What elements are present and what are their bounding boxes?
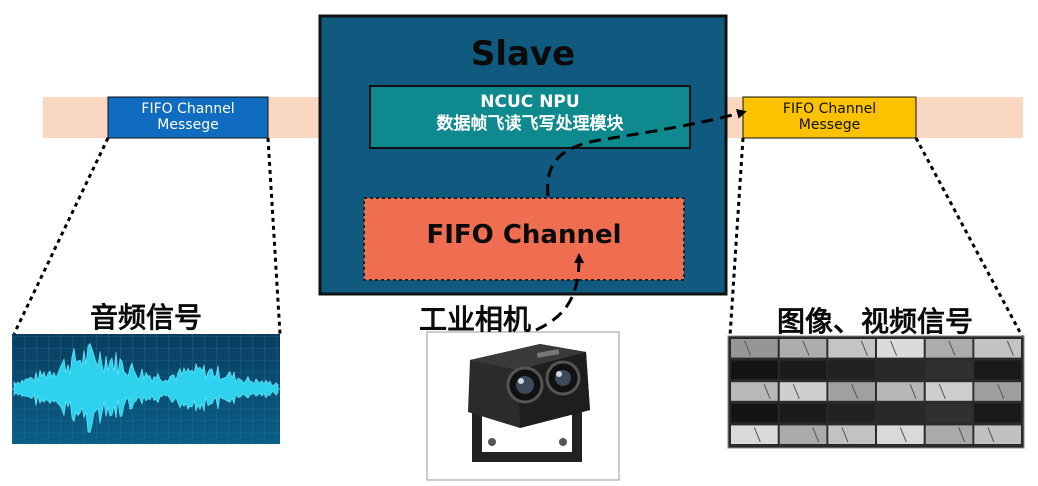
video-frame-streak — [909, 384, 917, 399]
fifo-channel-label: FIFO Channel — [426, 220, 622, 250]
video-frame-tile — [974, 360, 1021, 380]
video-frame-streak — [792, 384, 800, 399]
video-frame-streak — [812, 427, 820, 443]
zoom-line-left-inner — [266, 137, 282, 335]
video-frame-streak — [1006, 340, 1014, 356]
right-message-label: FIFO Channel Messege — [743, 101, 916, 133]
video-frame-tile — [828, 360, 875, 380]
slave-title: Slave — [470, 34, 576, 74]
camera-caption: 工业相机 — [418, 303, 531, 336]
video-frame-tile — [925, 403, 973, 423]
video-frame-tile — [974, 382, 1021, 401]
video-frame-streak — [948, 340, 956, 356]
video-frame-streak — [987, 427, 995, 443]
video-frame-streak — [958, 427, 966, 443]
video-frame-tile — [925, 425, 973, 444]
npu-module-box — [369, 85, 691, 149]
video-signal-caption: 图像、视频信号 — [776, 305, 973, 338]
npu-title-line1: NCUC NPU — [480, 92, 580, 112]
video-frame-streak — [899, 427, 907, 443]
video-frame-tile — [828, 403, 875, 423]
video-frame-tile — [974, 339, 1021, 358]
video-frame-tile — [779, 382, 827, 401]
flow-arrow-camera-to-fifo — [535, 253, 585, 332]
video-frame-tile — [877, 425, 924, 444]
flow-arrow-fifo-to-npu — [546, 109, 747, 197]
video-frame-tile — [877, 360, 924, 380]
audio-signal-caption: 音频信号 — [89, 301, 202, 334]
video-frame-tile — [828, 382, 875, 401]
npu-module-label: NCUC NPU 数据帧飞读飞写处理模块 — [370, 91, 690, 135]
video-frame-tile — [925, 339, 973, 358]
video-frame-tile — [925, 360, 973, 380]
video-frames-image — [727, 335, 1025, 449]
video-frame-tile — [731, 403, 778, 423]
right-message-line2: Messege — [798, 117, 861, 133]
video-frame-tile — [731, 425, 778, 444]
left-message-line1: FIFO Channel — [141, 101, 235, 117]
video-frame-tile — [925, 382, 973, 401]
video-frame-streak — [744, 340, 752, 356]
video-frame-streak — [763, 384, 771, 399]
video-frame-tile — [779, 360, 827, 380]
video-frame-streak — [802, 340, 810, 356]
audio-waveform-image — [12, 334, 280, 444]
video-frame-tile — [828, 339, 875, 358]
video-frame-tile — [779, 425, 827, 444]
video-frame-tile — [877, 382, 924, 401]
video-frame-tile — [974, 425, 1021, 444]
left-message-label: FIFO Channel Messege — [108, 101, 268, 133]
right-message-line1: FIFO Channel — [782, 101, 877, 117]
video-frame-streak — [841, 427, 849, 443]
video-frame-streak — [997, 384, 1005, 399]
video-frame-streak — [860, 340, 868, 356]
video-frame-tile — [731, 360, 778, 380]
zoom-line-right-inner — [914, 137, 1024, 337]
zoom-line-right-outer — [728, 137, 745, 337]
video-frame-tile — [828, 425, 875, 444]
video-frame-tile — [877, 339, 924, 358]
video-frame-tile — [731, 382, 778, 401]
video-frame-tile — [731, 339, 778, 358]
video-frame-tile — [974, 403, 1021, 423]
video-frame-streak — [851, 384, 859, 399]
video-frame-tile — [779, 403, 827, 423]
video-frame-tile — [779, 339, 827, 358]
right-message-block — [742, 96, 917, 139]
fifo-channel-box — [363, 197, 685, 281]
left-message-block — [107, 96, 269, 139]
npu-title-line2: 数据帧飞读飞写处理模块 — [436, 114, 624, 134]
industrial-camera-image — [426, 331, 620, 481]
video-frame-streak — [753, 427, 761, 443]
video-frame-streak — [938, 384, 946, 399]
left-message-line2: Messege — [157, 117, 219, 133]
video-frame-tile — [877, 403, 924, 423]
video-frame-streak — [890, 340, 898, 356]
